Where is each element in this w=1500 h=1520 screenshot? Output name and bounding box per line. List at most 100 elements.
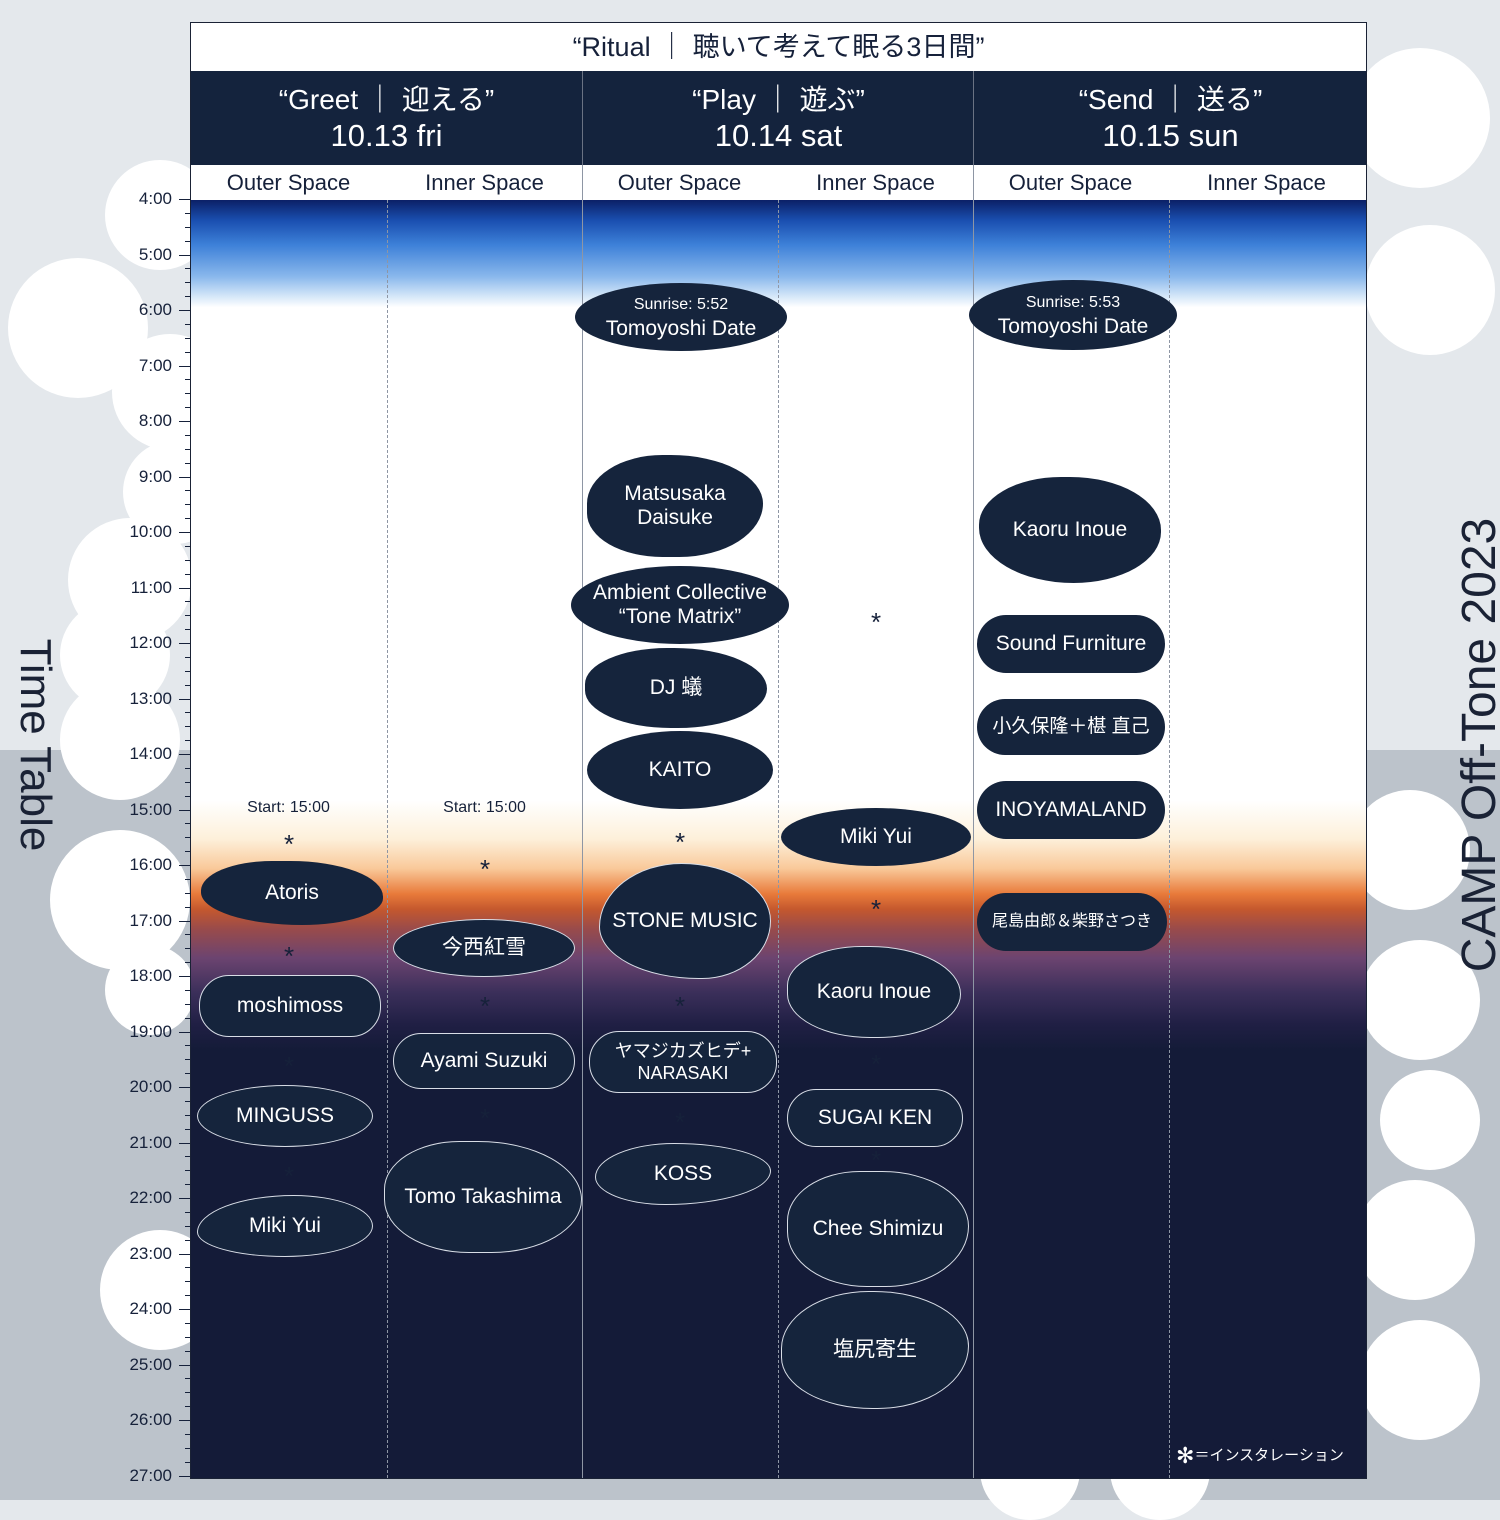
time-tick-minor [185,656,191,658]
act-block: moshimoss [199,975,381,1037]
act-block: Kaoru Inoue [787,946,961,1038]
time-tick-minor [185,545,191,547]
time-tick-minor [185,1322,191,1324]
time-tick-minor [185,212,191,214]
time-tick-minor [185,1100,191,1102]
time-tick-minor [185,767,191,769]
day-divider [973,165,974,1478]
time-tick-minor [185,1378,191,1380]
act-block: SUGAI KEN [787,1089,963,1147]
stage-label: Outer Space [226,170,351,195]
installation-marker: * [870,1145,882,1175]
background-circle [1355,1180,1475,1300]
time-tick-minor [185,615,191,617]
time-tick-minor [185,337,191,339]
time-tick-minor [185,573,191,575]
time-tick [179,1475,191,1477]
time-tick-minor [185,878,191,880]
time-label: 5:00 [138,244,172,264]
time-label: 21:00 [129,1132,172,1152]
time-tick-minor [185,393,191,395]
time-tick-minor [185,1003,191,1005]
time-tick-minor [185,740,191,742]
time-tick-minor [185,1433,191,1435]
time-tick-minor [185,1225,191,1227]
time-tick [179,1031,191,1033]
time-tick-minor [185,226,191,228]
legend-text: ＝インスタレーション [1194,1447,1344,1464]
stage-divider [1169,200,1170,1478]
day-header-sat: “Play ｜ 遊ぶ” 10.14 sat [582,71,974,165]
stage-label: Outer Space [1008,170,1133,195]
act-block: Ambient Collective “Tone Matrix” [571,566,789,644]
installation-marker: * [479,854,491,884]
background-circle [1365,225,1495,355]
time-tick-minor [185,490,191,492]
act-block: Sound Furniture [977,615,1165,673]
time-tick-minor [185,434,191,436]
time-tick-minor [185,1267,191,1269]
act-block: Atoris [201,861,383,925]
time-tick-minor [185,962,191,964]
legend-symbol: ✻ [1176,1443,1195,1468]
time-tick [179,976,191,977]
stage-label: Outer Space [617,170,742,195]
time-label: 13:00 [129,688,172,708]
act-block: KAITO [587,731,773,809]
time-label: 22:00 [129,1188,172,1207]
time-tick-minor [185,1281,191,1283]
time-tick-minor [185,504,191,506]
time-tick-minor [185,670,191,672]
time-tick [179,532,191,533]
time-tick-minor [185,823,191,825]
background-circle [1350,48,1490,188]
background-circle [1350,790,1470,910]
background-circle [1360,940,1480,1060]
time-tick-minor [185,1045,191,1047]
time-label: 12:00 [129,633,172,652]
time-tick-minor [185,892,191,894]
installation-marker: * [283,1161,295,1191]
time-tick-minor [185,1059,191,1061]
installation-marker: * [674,991,686,1021]
day-divider [582,165,583,1478]
time-tick [179,1198,191,1199]
day-theme: “Play ｜ 遊ぶ” [692,84,865,115]
time-label: 18:00 [129,966,172,985]
act-block: Miki Yui [197,1195,373,1257]
event-title: “Ritual ｜ 聴いて考えて眠る3日間” [191,23,1366,71]
time-tick-minor [185,559,191,561]
start-note: Start: 15:00 [247,799,330,816]
time-tick-minor [185,462,191,464]
installation-marker: * [479,991,491,1021]
time-tick-minor [185,948,191,950]
time-tick [179,310,191,311]
time-tick [179,1253,191,1255]
act-block: DJ 蟻 [585,648,767,728]
time-tick [179,754,191,755]
time-tick [179,809,191,811]
act-block: Kaoru Inoue [979,477,1161,583]
side-title: Time Table [11,638,60,852]
stage-label: Inner Space [816,170,935,195]
time-tick-minor [185,726,191,728]
time-tick-minor [185,906,191,908]
time-tick-minor [185,1336,191,1338]
time-tick-minor [185,1184,191,1186]
time-tick-minor [185,1073,191,1075]
day-header-fri: “Greet ｜ 迎える” 10.13 fri [191,71,582,165]
time-label: 9:00 [138,466,172,486]
stage-divider [778,200,779,1478]
act-name: Matsusaka Daisuke [624,482,726,529]
time-tick-minor [185,1392,191,1394]
time-label: 20:00 [129,1077,172,1096]
time-tick-minor [185,448,191,450]
time-tick-minor [185,268,191,270]
time-label: 27:00 [129,1465,172,1485]
time-tick-minor [185,1461,191,1463]
time-tick [179,643,191,644]
background-circle [1380,1070,1480,1170]
act-block: STONE MUSIC [599,863,771,979]
time-tick-minor [185,240,191,242]
time-tick [179,587,191,589]
